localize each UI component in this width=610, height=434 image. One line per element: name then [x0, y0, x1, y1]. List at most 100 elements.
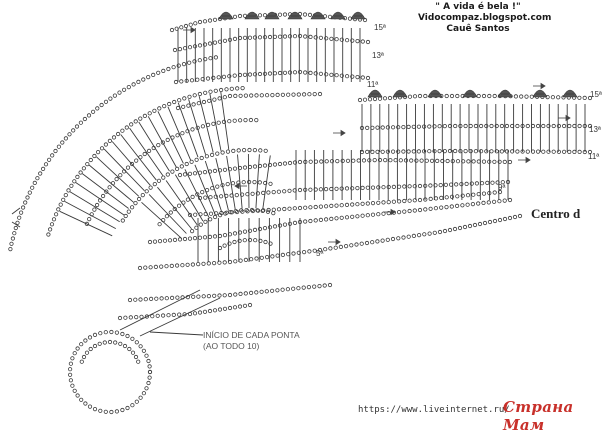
chain-stitch [275, 288, 280, 293]
chain-stitch [134, 340, 139, 345]
chain-stitch [458, 149, 463, 154]
chain-stitch [202, 19, 208, 24]
chain-stitch [267, 162, 273, 168]
chain-stitch [203, 90, 208, 95]
chain-stitch [192, 311, 198, 316]
chain-stitch [242, 238, 247, 243]
chain-stitch [449, 93, 455, 99]
chain-stitch [155, 313, 160, 318]
chain-stitch [207, 169, 213, 174]
chain-stitch [182, 172, 188, 177]
chain-stitch [447, 227, 453, 233]
chain-stitch [245, 209, 250, 214]
chain-stitch [133, 354, 139, 360]
chain-stitch [262, 35, 268, 40]
chain-stitch [68, 372, 73, 377]
chain-stitch [301, 285, 306, 290]
chain-stitch [134, 314, 139, 320]
chain-stitch [257, 180, 262, 185]
chain-stitch [196, 261, 201, 267]
chain-stitch [417, 197, 423, 203]
shell-stitch [310, 11, 326, 20]
chain-stitch [84, 221, 90, 226]
chain-stitch [385, 149, 390, 154]
chain-stitch [210, 186, 215, 191]
chain-stitch [168, 210, 173, 215]
chain-stitch [407, 184, 412, 189]
chain-stitch [242, 35, 248, 40]
chain-stitch [118, 341, 123, 346]
chain-stitch [237, 35, 243, 41]
chain-stitch [291, 251, 296, 256]
chain-stitch [487, 159, 492, 164]
chain-stitch [70, 383, 75, 388]
chain-stitch [72, 179, 77, 184]
chain-stitch [417, 207, 423, 213]
chain-stitch [212, 308, 218, 313]
chain-stitch [376, 212, 381, 217]
chain-stitch [423, 93, 428, 99]
chain-stitch [117, 315, 123, 321]
chain-stitch [227, 119, 232, 124]
chain-stitch [40, 166, 46, 171]
chain-stitch [262, 163, 268, 168]
chain-stitch [235, 209, 240, 215]
chain-stitch [313, 35, 318, 40]
chain-stitch [187, 236, 193, 241]
row-label-11-left: 11ª [367, 80, 379, 89]
chain-stitch [103, 330, 108, 335]
chain-stitch [242, 72, 248, 77]
chain-stitch [272, 71, 278, 76]
chain-stitch [365, 149, 370, 154]
chain-stitch [504, 123, 510, 129]
chain-stitch [423, 207, 428, 212]
chain-stitch [126, 85, 131, 90]
chain-stitch [318, 35, 323, 40]
chain-stitch [232, 239, 237, 245]
chain-stitch [131, 82, 136, 87]
chain-stitch [313, 187, 318, 192]
chain-stitch [252, 180, 257, 185]
chain-stitch [46, 232, 51, 237]
chain-stitch [364, 240, 370, 246]
chain-stitch [414, 158, 419, 163]
chain-stitch [515, 123, 520, 129]
chain-stitch [114, 409, 120, 414]
chain-stitch [81, 166, 87, 171]
chain-stitch [138, 155, 143, 160]
chain-stitch [68, 367, 73, 372]
chain-stitch [367, 97, 373, 102]
chain-stitch [486, 200, 491, 205]
chain-stitch [267, 71, 273, 76]
chain-stitch [161, 68, 166, 74]
chain-stitch [428, 196, 433, 201]
chain-stitch [247, 164, 253, 170]
chain-stitch [85, 162, 90, 167]
chain-stitch [271, 211, 276, 216]
chain-stitch [227, 37, 233, 42]
chain-stitch [220, 150, 225, 155]
chain-stitch [252, 35, 258, 40]
direction-arrow-head [340, 129, 346, 137]
chain-stitch [138, 344, 143, 349]
chain-stitch [473, 149, 478, 154]
chain-stitch [402, 198, 407, 204]
chain-stitch [259, 93, 264, 98]
chain-stitch [275, 92, 280, 98]
chart-credits: " A vida é bela !" Vidocompaz.blogspot.c… [418, 2, 551, 35]
chain-stitch [97, 341, 102, 346]
chain-stitch [454, 203, 460, 208]
chain-stitch [416, 149, 421, 154]
chain-stitch [280, 92, 285, 97]
chain-stitch [467, 223, 473, 229]
chain-stitch [318, 187, 323, 192]
chain-stitch [247, 237, 253, 243]
chain-stitch [329, 159, 335, 164]
chain-stitch [449, 194, 455, 199]
chain-stitch [285, 287, 290, 292]
chain-stitch [468, 149, 473, 154]
chain-stitch [238, 258, 243, 263]
chain-stitch [147, 148, 152, 153]
chain-stitch [213, 55, 218, 60]
chain-stitch [208, 195, 213, 200]
